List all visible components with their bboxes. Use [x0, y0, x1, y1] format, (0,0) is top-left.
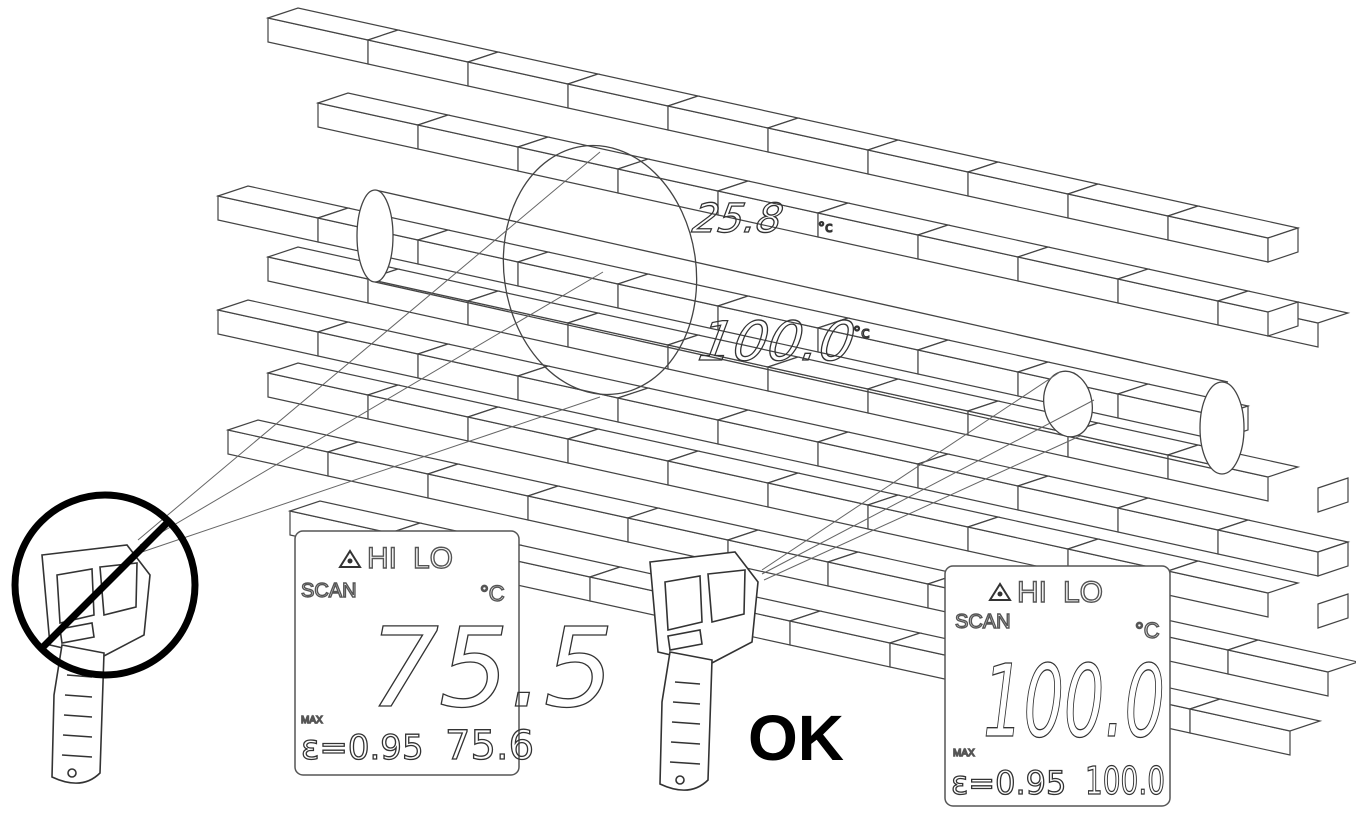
wall-readout-upper: 25.8 °c — [689, 195, 834, 243]
thermometer-part — [669, 681, 701, 765]
wall-readout-lower-value: 100.0 — [694, 309, 860, 373]
laser-warning-icon — [988, 582, 1012, 601]
thermometer-part — [664, 575, 703, 631]
lcd-frame — [294, 530, 520, 776]
thermometer-part — [667, 629, 703, 651]
brick — [1267, 301, 1299, 337]
lo-label: LO — [1063, 576, 1103, 609]
large-measurement-spot — [502, 144, 698, 396]
brick — [1317, 541, 1349, 577]
emissivity-readout: ε=0.95 — [301, 728, 424, 768]
main-reading: 100.0 — [983, 643, 1165, 760]
brick — [1317, 593, 1349, 629]
scan-label: SCAN — [955, 611, 1011, 633]
thermometer-part — [59, 622, 95, 644]
unit-label: °C — [480, 581, 505, 606]
brick — [1267, 227, 1299, 263]
brick — [1225, 639, 1356, 673]
pipe — [356, 189, 1245, 475]
lcd-frame — [944, 565, 1171, 807]
main-reading: 75.5 — [369, 604, 614, 732]
wall-readout-upper-value: 25.8 — [689, 195, 786, 242]
max-label: MAX — [953, 748, 975, 759]
unit-label: °C — [1135, 618, 1160, 643]
hi-label: HI — [1017, 576, 1047, 609]
thermometer-part — [61, 674, 93, 758]
wall-readout-upper-unit: °c — [818, 220, 833, 236]
thermometer-part — [659, 651, 713, 791]
lo-label: LO — [413, 542, 453, 575]
hi-label: HI — [367, 542, 397, 575]
thermometer-part — [67, 768, 77, 778]
wall-readout-lower-unit: °c — [853, 323, 870, 342]
thermometer-part — [51, 644, 105, 784]
thermometer-part — [707, 569, 746, 624]
laser-warning-icon — [338, 549, 362, 568]
max-label: MAX — [301, 715, 323, 726]
brick — [1165, 560, 1301, 594]
ir-thermometer-icon — [649, 551, 759, 791]
prohibited-icon — [11, 491, 199, 679]
wall-readout-lower: 100.0 °c — [694, 309, 871, 374]
max-reading: 75.6 — [445, 723, 534, 769]
brick — [1187, 698, 1323, 732]
brick — [1317, 477, 1349, 513]
thermometer-part — [675, 775, 685, 785]
scan-label: SCAN — [301, 580, 357, 602]
ok-label: OK — [748, 702, 844, 774]
left-lcd-display: HI LO SCAN °C 75.5 MAX ε=0.95 75.6 — [294, 530, 615, 776]
emissivity-readout: ε=0.95 — [951, 764, 1066, 802]
right-lcd-display: HI LO SCAN °C 100.0 MAX ε=0.95 100.0 — [944, 565, 1171, 807]
left-laser-beams — [137, 151, 604, 553]
right-laser-beams — [761, 371, 1095, 581]
max-reading: 100.0 — [1085, 759, 1165, 803]
